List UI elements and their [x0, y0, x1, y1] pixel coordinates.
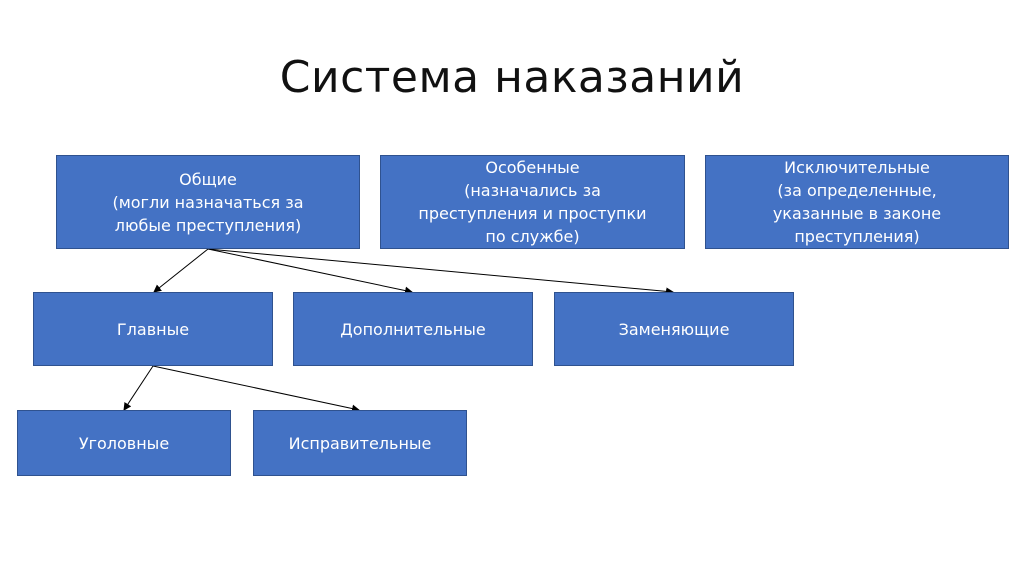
box-special: Особенные (назначались за преступления и… — [380, 155, 685, 249]
box-corrective-label: Исправительные — [288, 433, 432, 453]
box-general-label: Общие (могли назначаться за любые престу… — [112, 169, 304, 235]
arrow-main-to-criminal — [123, 365, 154, 411]
box-special-label: Особенные (назначались за преступления и… — [418, 158, 647, 246]
arrow-general-to-replacing — [207, 248, 674, 296]
box-general: Общие (могли назначаться за любые престу… — [56, 155, 360, 249]
box-replacing: Заменяющие — [554, 292, 794, 366]
arrow-main-to-corrective — [152, 365, 360, 413]
box-criminal: Уголовные — [17, 410, 231, 476]
box-exclusive-label: Исключительные (за определенные, указанн… — [772, 158, 942, 246]
box-additional-label: Дополнительные — [340, 319, 486, 339]
box-additional: Дополнительные — [293, 292, 533, 366]
box-replacing-label: Заменяющие — [618, 319, 730, 339]
arrow-general-to-main — [153, 248, 209, 293]
slide-title: Система наказаний — [279, 52, 745, 103]
box-criminal-label: Уголовные — [78, 433, 170, 453]
box-main: Главные — [33, 292, 273, 366]
box-main-label: Главные — [116, 319, 190, 339]
arrow-general-to-additional — [207, 248, 413, 295]
box-corrective: Исправительные — [253, 410, 467, 476]
box-exclusive: Исключительные (за определенные, указанн… — [705, 155, 1009, 249]
